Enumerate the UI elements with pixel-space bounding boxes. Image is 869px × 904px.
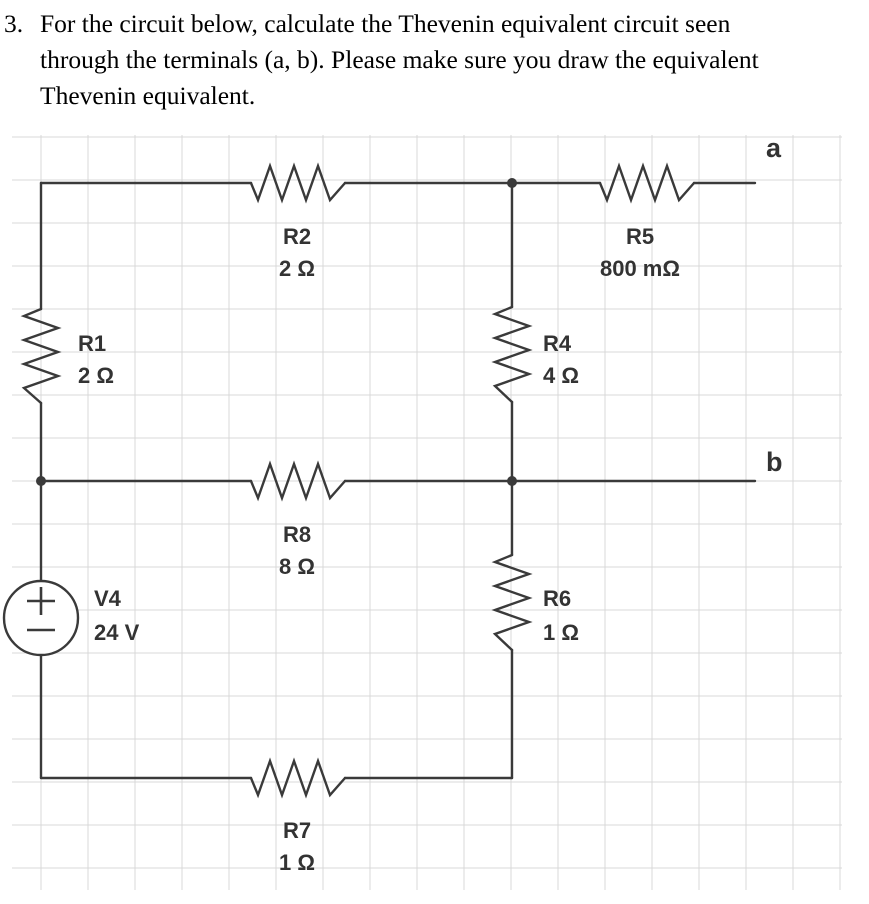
r5-value: 800 mΩ [600,256,680,281]
r5-name: R5 [626,224,654,249]
r1-name: R1 [78,331,106,356]
problem-line-2: through the terminals (a, b). Please mak… [40,45,759,74]
resistor-r5-symbol [598,162,696,204]
resistor-r8-symbol [249,460,347,502]
problem-line-3: Thevenin equivalent. [40,81,256,110]
resistor-r1-symbol [20,307,62,405]
r7-value: 1 Ω [279,850,315,875]
v4-value: 24 V [94,620,140,645]
r7-name: R7 [283,818,311,843]
plus-sign-icon [27,587,55,615]
r8-value: 8 Ω [279,554,315,579]
r4-value: 4 Ω [543,363,579,388]
wires [39,181,757,780]
resistor-r7-symbol [249,757,347,799]
junction-top-right [507,178,517,188]
terminal-a-label: a [766,133,782,163]
v4-name: V4 [94,586,122,611]
resistor-r6-symbol [491,553,533,652]
r2-name: R2 [283,224,311,249]
voltage-source-circle [2,579,80,657]
grid [12,135,842,890]
r6-value: 1 Ω [543,620,579,645]
terminal-b-label: b [766,447,783,477]
junction-mid-right [507,476,517,486]
resistor-r2-symbol [249,162,347,204]
r1-value: 2 Ω [78,363,114,388]
r4-name: R4 [543,331,572,356]
resistors [20,162,696,799]
r8-name: R8 [283,522,311,547]
junction-dots [36,178,517,486]
problem-line-1: For the circuit below, calculate the The… [40,9,731,38]
r2-value: 2 Ω [279,256,315,281]
component-labels: R2 2 Ω R5 800 mΩ R1 2 Ω R4 4 Ω R8 8 Ω R6… [78,133,783,875]
resistor-r4-symbol [491,305,533,404]
r6-name: R6 [543,586,571,611]
problem-number: 3. [4,9,24,38]
voltage-source-v4 [2,579,80,657]
junction-mid-left [36,476,46,486]
